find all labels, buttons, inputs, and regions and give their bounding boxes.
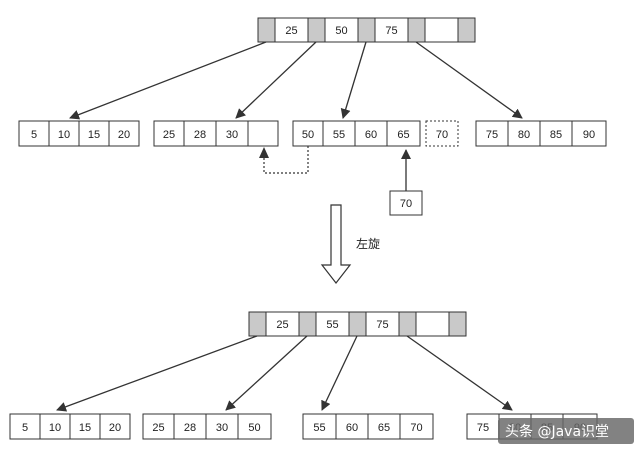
before-leaf-1-key: 5 <box>31 129 37 141</box>
after-leaf-2-key: 50 <box>248 422 260 434</box>
before-leaf-3-key: 60 <box>365 129 377 141</box>
operation-label: 左旋 <box>356 236 380 251</box>
after-leaf-3-key: 65 <box>378 422 390 434</box>
after-root-key-2: 55 <box>326 319 338 331</box>
before-leaf-node-3: 50 55 60 65 <box>292 120 421 147</box>
before-leaf-2-key: 25 <box>163 129 175 141</box>
before-leaf-node-1: 5 10 15 20 <box>18 120 140 147</box>
after-root-key-1: 25 <box>276 319 288 331</box>
after-leaf-2-key: 28 <box>184 422 196 434</box>
after-root-key-3: 75 <box>376 319 388 331</box>
after-leaf-2-key: 25 <box>152 422 164 434</box>
before-leaf-2-key: 30 <box>226 129 238 141</box>
before-arrow-to-leaf-1 <box>69 41 267 120</box>
after-leaf-3-key: 60 <box>346 422 358 434</box>
before-leaf-1-key: 15 <box>88 129 100 141</box>
after-leaf-1-key: 5 <box>22 422 28 434</box>
before-leaf-4-key: 90 <box>583 129 595 141</box>
after-leaf-3-key: 55 <box>313 422 325 434</box>
before-root-key-3: 75 <box>385 25 397 37</box>
after-arrow-to-leaf-3 <box>321 335 358 411</box>
before-root-key-2: 50 <box>335 25 347 37</box>
before-leaf-3-key: 65 <box>397 129 409 141</box>
before-leaf-node-4: 75 80 85 90 <box>475 120 607 147</box>
after-root-node: 25 55 75 <box>248 311 467 337</box>
rotation-move-arrowhead <box>259 147 269 158</box>
after-leaf-2-key: 30 <box>216 422 228 434</box>
after-leaf-node-1: 5 10 15 20 <box>9 413 131 440</box>
before-leaf-3-key: 55 <box>333 129 345 141</box>
after-leaf-node-3: 55 60 65 70 <box>302 413 434 440</box>
after-leaf-4-key: 75 <box>477 422 489 434</box>
before-leaf-2-key: 28 <box>194 129 206 141</box>
before-leaf-4-key: 85 <box>550 129 562 141</box>
before-overflow-key: 70 <box>436 129 448 141</box>
before-arrow-to-leaf-3 <box>340 41 367 119</box>
after-pointer-arrows <box>56 335 513 412</box>
before-leaf-3-key: 50 <box>302 129 314 141</box>
inserted-key: 70 <box>400 198 412 210</box>
before-pointer-arrows <box>69 41 523 120</box>
before-leaf-4-key: 75 <box>486 129 498 141</box>
before-leaf-1-key: 20 <box>118 129 130 141</box>
before-leaf-node-2: 25 28 30 <box>153 120 279 147</box>
before-arrow-to-leaf-4 <box>415 41 523 119</box>
after-arrow-to-leaf-4 <box>406 335 513 411</box>
after-leaf-1-key: 15 <box>79 422 91 434</box>
watermark: 头条 @Java识堂 <box>498 418 634 444</box>
before-root-node: 25 50 75 <box>257 17 476 43</box>
after-arrow-to-leaf-2 <box>225 335 308 411</box>
before-overflow-cell: 70 <box>425 120 459 147</box>
inserted-key-node: 70 <box>389 149 423 216</box>
transition-down-arrow <box>320 204 352 284</box>
before-arrow-to-leaf-2 <box>235 41 317 119</box>
watermark-text: 头条 @Java识堂 <box>505 423 609 440</box>
before-root-key-1: 25 <box>285 25 297 37</box>
after-leaf-3-key: 70 <box>410 422 422 434</box>
after-leaf-1-key: 10 <box>49 422 61 434</box>
after-arrow-to-leaf-1 <box>56 335 258 412</box>
after-leaf-node-2: 25 28 30 50 <box>142 413 272 440</box>
rotation-move-path <box>263 146 309 174</box>
after-leaf-1-key: 20 <box>109 422 121 434</box>
before-leaf-4-key: 80 <box>518 129 530 141</box>
before-leaf-1-key: 10 <box>58 129 70 141</box>
